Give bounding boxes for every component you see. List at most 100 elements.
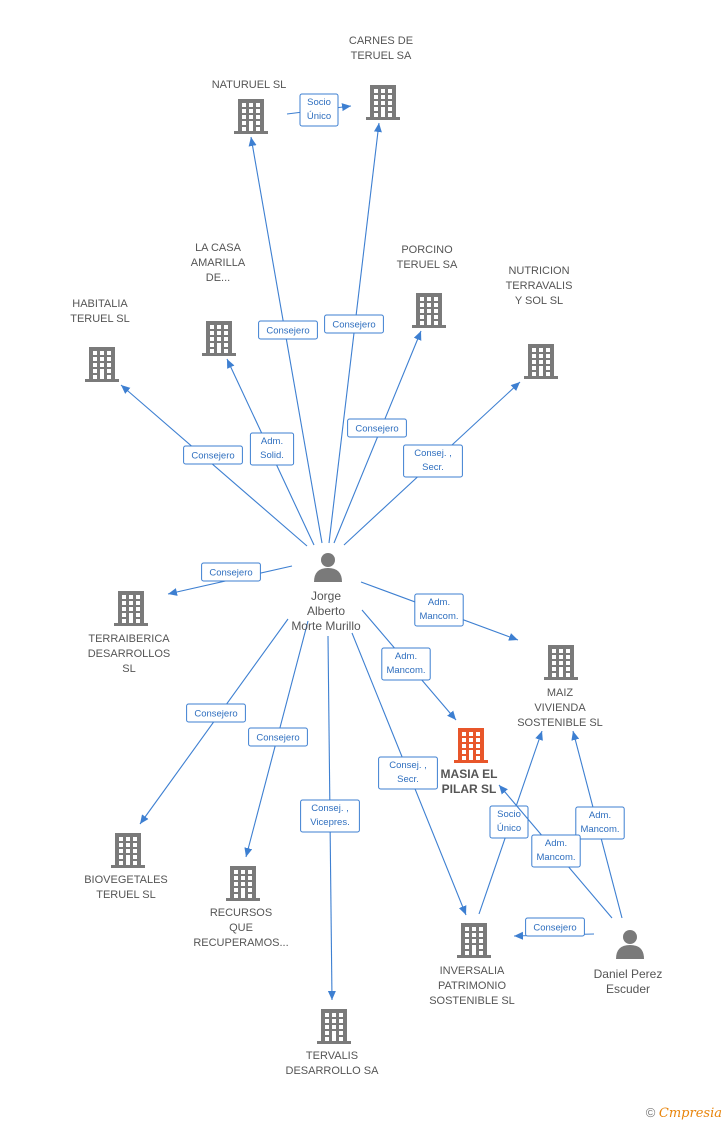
edge-label-text: Consej. , <box>389 760 427 771</box>
node-label-line: CARNES DE <box>349 35 413 47</box>
edge-jorge-to-terraiberica[interactable]: Consejero <box>167 562 293 596</box>
company-node-lacasa[interactable]: LA CASAAMARILLADE... <box>191 242 246 356</box>
node-label-line: PILAR SL <box>442 782 497 796</box>
edge-label-text: Mancom. <box>386 665 425 676</box>
edge-label-box[interactable] <box>299 93 339 127</box>
edge-label-box[interactable] <box>258 320 318 340</box>
edge-jorge-to-inversalia[interactable]: Consej. , Secr. <box>351 632 467 916</box>
edge-jorge-to-carnes[interactable]: Consejero <box>324 122 384 544</box>
edge-jorge-to-habitalia[interactable]: Consejero <box>120 384 308 547</box>
person-icon[interactable] <box>616 930 644 959</box>
edge-label-box[interactable] <box>575 806 625 840</box>
edge-label-box[interactable] <box>489 805 529 839</box>
edge-jorge-to-biovegetales[interactable]: Consejero <box>139 618 289 825</box>
edge-label-box[interactable] <box>201 562 261 582</box>
node-label-line: MAIZ <box>547 687 574 699</box>
node-label-line: SOSTENIBLE SL <box>429 995 515 1007</box>
node-label-line: QUE <box>229 922 253 934</box>
node-label-line: LA CASA <box>195 242 242 254</box>
edge-label-box[interactable] <box>186 703 246 723</box>
edge-label-box[interactable] <box>183 445 243 465</box>
building-icon[interactable] <box>412 293 446 328</box>
edge-jorge-to-tervalis[interactable]: Consej. , Vicepres. <box>300 635 360 1001</box>
edge-label-box[interactable] <box>378 756 438 790</box>
edge-label-box[interactable] <box>347 418 407 438</box>
building-icon[interactable] <box>524 344 558 379</box>
edge-label-text: Mancom. <box>419 611 458 622</box>
building-icon[interactable] <box>544 645 578 680</box>
edge-daniel-to-masia[interactable]: Adm.Mancom. <box>498 784 613 919</box>
edge-label-text: Consejero <box>533 923 576 934</box>
edge-daniel-to-maiz[interactable]: Adm.Mancom. <box>571 730 625 919</box>
edge-jorge-to-naturuel[interactable]: Consejero <box>248 136 323 544</box>
edge-label-text: Mancom. <box>580 824 619 835</box>
edge-label-text: Secr. <box>397 774 419 785</box>
node-label-line: PATRIMONIO <box>438 980 506 992</box>
edge-label-text: Secr. <box>422 462 444 473</box>
edge-jorge-to-porcino[interactable]: Consejero <box>333 330 422 544</box>
node-label-line: NATURUEL SL <box>212 79 287 91</box>
edge-label-box[interactable] <box>300 799 360 833</box>
node-label-line: Alberto <box>307 604 345 618</box>
edge-label-text: Consej. , <box>311 803 349 814</box>
node-label-line: NUTRICION <box>508 265 569 277</box>
edge-label-box[interactable] <box>414 593 464 627</box>
building-icon[interactable] <box>234 99 268 134</box>
building-icon[interactable] <box>111 833 145 868</box>
building-icon[interactable] <box>317 1009 351 1044</box>
edge-line <box>248 136 323 544</box>
company-node-naturuel[interactable]: NATURUEL SL <box>212 79 287 134</box>
edge-daniel-to-inversalia[interactable]: Consejero <box>513 917 595 940</box>
brand-logo[interactable]: Cmpresia <box>659 1106 722 1121</box>
edge-label-text: Consejero <box>191 451 234 462</box>
edge-jorge-to-recursos[interactable]: Consejero <box>244 620 309 858</box>
edge-jorge-to-maiz[interactable]: Adm.Mancom. <box>360 581 519 641</box>
building-icon[interactable] <box>202 321 236 356</box>
node-label-line: RECUPERAMOS... <box>193 937 288 949</box>
brand-rest: mpresia <box>668 1106 722 1121</box>
edge-label-text: Consejero <box>355 424 398 435</box>
edge-label-box[interactable] <box>525 917 585 937</box>
building-icon[interactable] <box>114 591 148 626</box>
company-node-recursos[interactable]: RECURSOSQUERECUPERAMOS... <box>193 866 289 949</box>
edge-jorge-to-lacasa[interactable]: Adm.Solid. <box>226 358 315 546</box>
building-icon[interactable] <box>457 923 491 958</box>
node-label-line: SOSTENIBLE SL <box>517 717 603 729</box>
node-label-line: HABITALIA <box>72 298 128 310</box>
building-icon[interactable] <box>454 728 488 763</box>
building-icon[interactable] <box>226 866 260 901</box>
edge-label-text: Vicepres. <box>310 817 349 828</box>
edge-label-box[interactable] <box>324 314 384 334</box>
node-label-line: TERRAVALIS <box>506 280 573 292</box>
node-label-line: Jorge <box>311 589 341 603</box>
person-icon[interactable] <box>314 553 342 582</box>
edge-label-box[interactable] <box>248 727 308 747</box>
edge-label-box[interactable] <box>531 834 581 868</box>
node-label-line: Morte Murillo <box>291 619 361 633</box>
edge-label-box[interactable] <box>381 647 431 681</box>
node-label-line: Daniel Perez <box>594 967 663 981</box>
edge-jorge-to-nutricion[interactable]: Consej. ,Secr. <box>343 381 521 546</box>
building-icon[interactable] <box>85 347 119 382</box>
edge-label-box[interactable] <box>249 432 295 466</box>
node-label-line: BIOVEGETALES <box>84 874 168 886</box>
edge-label-text: Adm. <box>545 838 567 849</box>
edge-jorge-to-masia[interactable]: Adm.Mancom. <box>361 609 457 721</box>
building-icon[interactable] <box>366 85 400 120</box>
edge-label-box[interactable] <box>403 444 463 478</box>
edge-label-text: Consejero <box>209 568 252 579</box>
